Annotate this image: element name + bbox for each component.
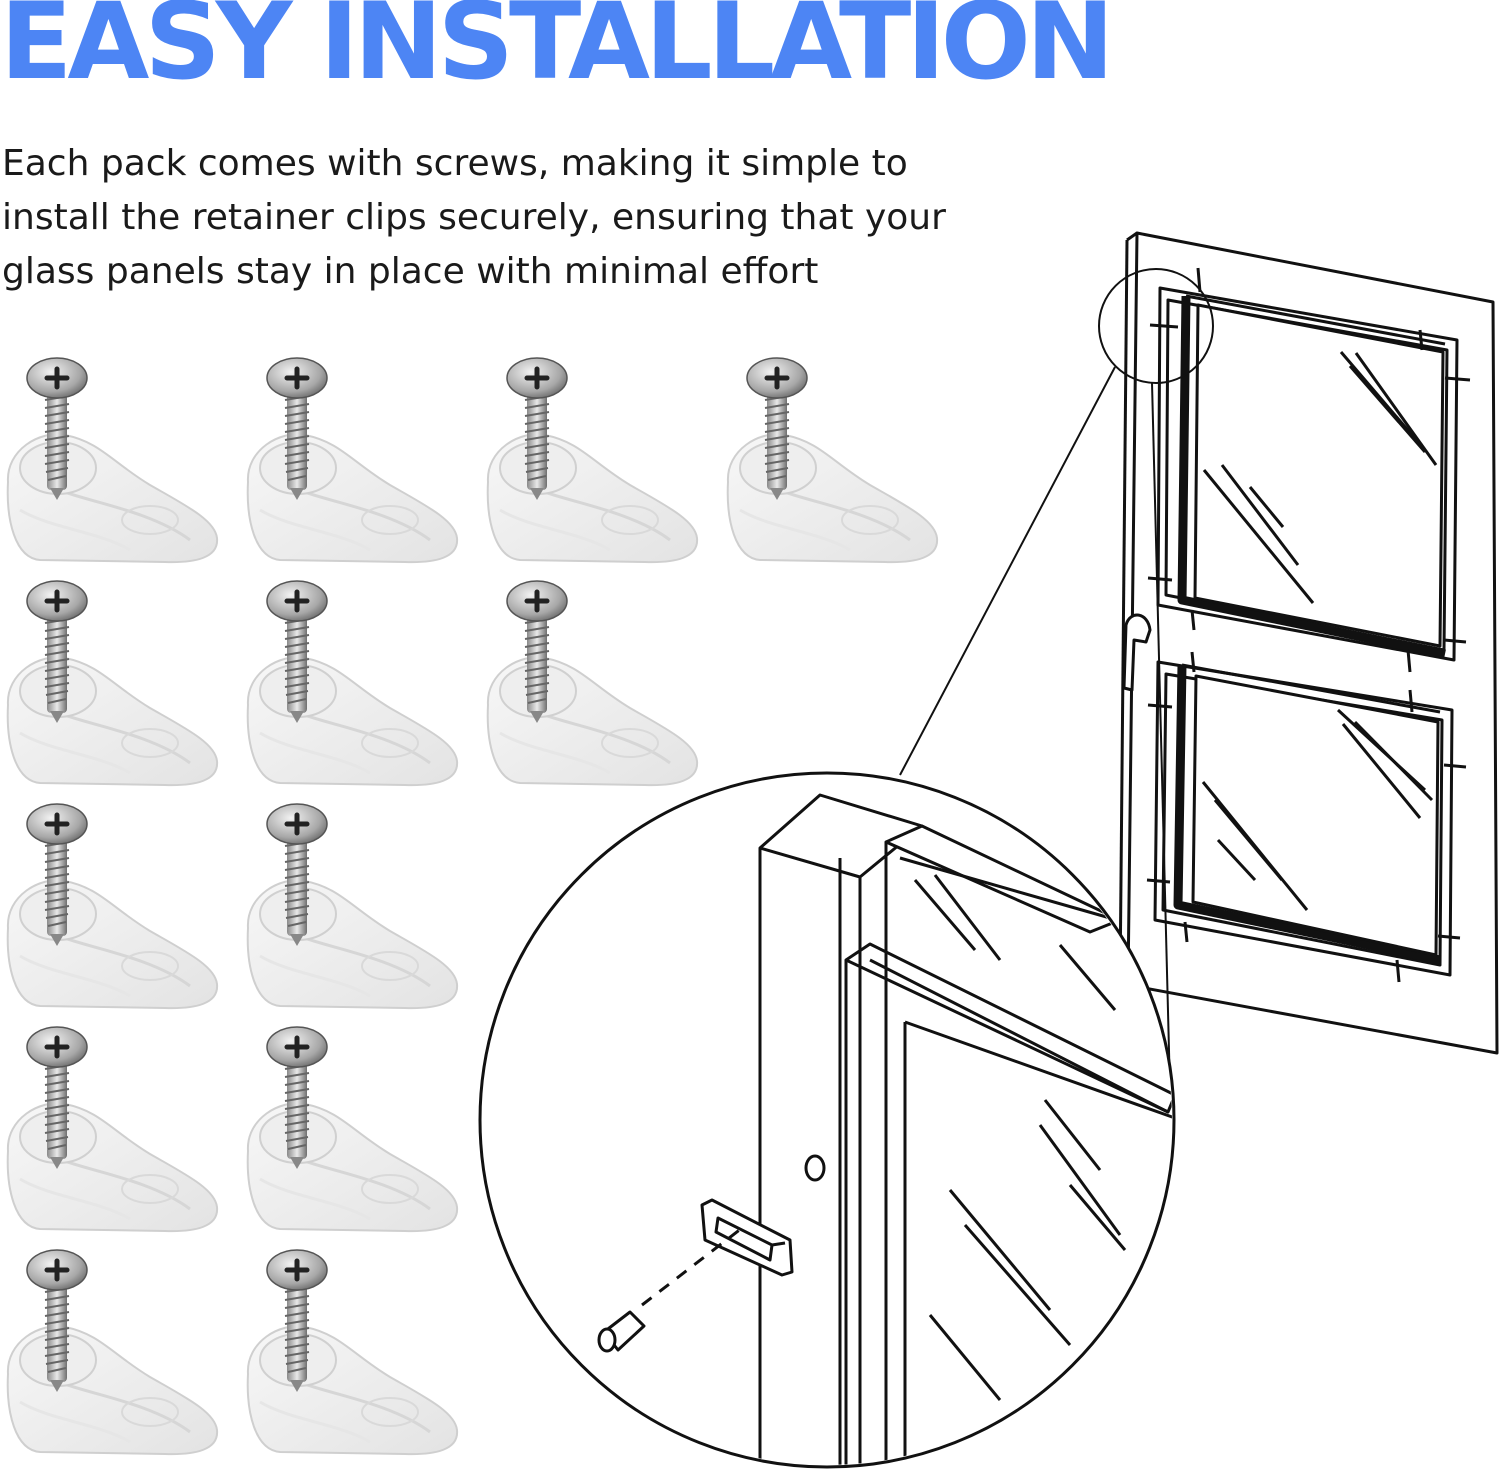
retainer-clip-icon — [0, 796, 220, 1011]
retainer-clip-icon — [0, 1242, 220, 1457]
retainer-clip-icon — [0, 350, 220, 565]
retainer-clip-icon — [240, 350, 460, 565]
retainer-clip-icon — [240, 1242, 460, 1457]
retainer-clip-icon — [240, 573, 460, 788]
retainer-clip-icon — [240, 796, 460, 1011]
page-title: EASY INSTALLATION — [0, 0, 1115, 103]
retainer-clip-icon — [480, 350, 700, 565]
retainer-clip-icon — [720, 350, 940, 565]
retainer-clip-icon — [0, 573, 220, 788]
retainer-clip-icon — [240, 1019, 460, 1234]
retainer-clip-icon — [0, 1019, 220, 1234]
retainer-clip-icon — [480, 573, 700, 788]
clip-grid — [0, 350, 960, 1470]
door-illustration — [470, 225, 1500, 1470]
description-text: Each pack comes with screws, making it s… — [2, 143, 946, 292]
